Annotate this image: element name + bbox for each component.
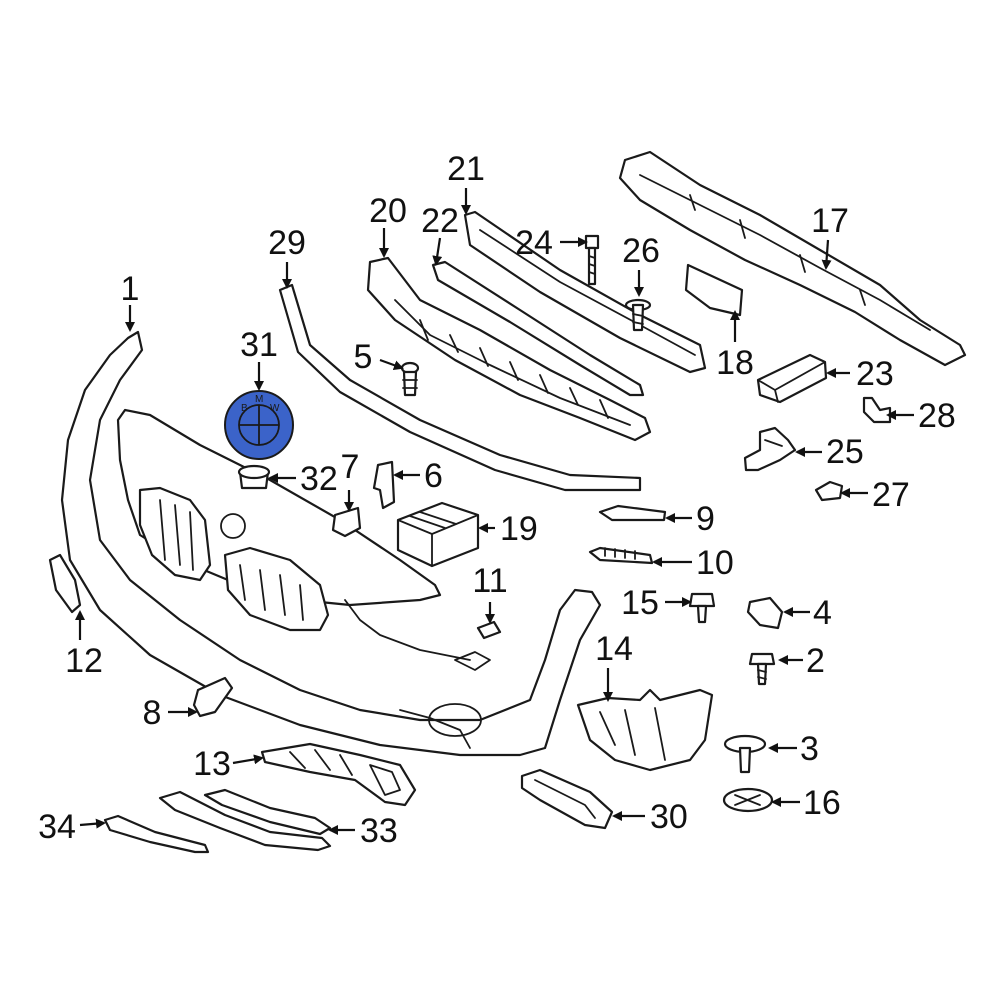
part-1-bumper-cover[interactable] <box>60 330 602 757</box>
callout-10: 10 <box>696 544 734 582</box>
callout-labels: 1 2 3 4 5 6 7 8 9 10 11 12 13 14 15 16 1… <box>38 150 956 850</box>
part-15-nut[interactable] <box>688 592 716 624</box>
callout-30: 30 <box>650 798 688 836</box>
callout-5: 5 <box>354 338 373 376</box>
part-29-trim-strip[interactable] <box>278 283 642 492</box>
callout-32: 32 <box>300 460 338 498</box>
callout-27: 27 <box>872 476 910 514</box>
callout-13: 13 <box>193 745 231 783</box>
part-13-grille-insert[interactable] <box>260 742 417 807</box>
part-5-clip[interactable] <box>400 361 420 397</box>
part-9-trim[interactable] <box>598 504 667 522</box>
callout-20: 20 <box>369 192 407 230</box>
callout-33: 33 <box>360 812 398 850</box>
callout-15: 15 <box>621 584 659 622</box>
emblem-letter: W <box>270 403 280 414</box>
callout-26: 26 <box>622 232 660 270</box>
part-31-emblem[interactable]: B M W <box>224 390 294 460</box>
callout-4: 4 <box>813 594 832 632</box>
part-18-bracket[interactable] <box>684 263 744 317</box>
callout-29: 29 <box>268 224 306 262</box>
callout-25: 25 <box>826 433 864 471</box>
callout-16: 16 <box>803 784 841 822</box>
part-22-seal-strip[interactable] <box>431 260 645 397</box>
part-10-trim[interactable] <box>588 546 654 565</box>
part-4-clip[interactable] <box>746 596 784 630</box>
callout-21: 21 <box>447 150 485 188</box>
emblem-letter: M <box>255 394 263 405</box>
leader-lines <box>75 188 914 835</box>
callout-18: 18 <box>716 344 754 382</box>
callout-23: 23 <box>856 355 894 393</box>
callout-2: 2 <box>806 642 825 680</box>
part-7-bracket[interactable] <box>331 506 362 538</box>
part-26-screw[interactable] <box>624 298 652 332</box>
part-14-air-duct[interactable] <box>576 688 714 772</box>
part-21-upper-strip[interactable] <box>463 210 707 374</box>
callout-1: 1 <box>121 270 140 308</box>
part-24-bolt[interactable] <box>584 234 600 286</box>
callout-19: 19 <box>500 510 538 548</box>
callout-3: 3 <box>800 730 819 768</box>
callout-34: 34 <box>38 808 76 846</box>
callout-9: 9 <box>696 500 715 538</box>
callout-7: 7 <box>341 448 360 486</box>
part-25-sensor-holder[interactable] <box>743 426 797 472</box>
callout-12: 12 <box>65 642 103 680</box>
part-23-bracket[interactable] <box>756 353 828 404</box>
part-20-energy-absorber[interactable] <box>366 256 652 442</box>
part-28-bracket[interactable] <box>862 396 892 424</box>
part-32-grommet[interactable] <box>237 464 271 490</box>
callout-24: 24 <box>515 224 553 262</box>
callout-6: 6 <box>424 457 443 495</box>
part-30-grille-frame[interactable] <box>520 768 614 830</box>
part-19-module[interactable] <box>396 501 480 568</box>
part-8-bracket[interactable] <box>192 676 234 718</box>
part-6-bracket[interactable] <box>372 460 396 510</box>
callout-31: 31 <box>240 326 278 364</box>
callout-17: 17 <box>811 202 849 240</box>
part-3-screw[interactable] <box>723 734 767 774</box>
callout-11: 11 <box>472 562 507 600</box>
callout-28: 28 <box>918 397 956 435</box>
part-34-trim-strip[interactable] <box>103 814 210 854</box>
part-2-screw[interactable] <box>748 652 776 686</box>
emblem-letter: B <box>241 403 248 414</box>
part-11-cap[interactable] <box>476 620 502 640</box>
part-27-sensor[interactable] <box>814 480 844 502</box>
part-17-bumper-carrier[interactable] <box>618 150 967 367</box>
callout-14: 14 <box>595 630 633 668</box>
callout-8: 8 <box>143 694 162 732</box>
part-16-clip[interactable] <box>722 787 774 813</box>
part-12-reflector[interactable] <box>48 553 82 614</box>
callout-22: 22 <box>421 202 459 240</box>
